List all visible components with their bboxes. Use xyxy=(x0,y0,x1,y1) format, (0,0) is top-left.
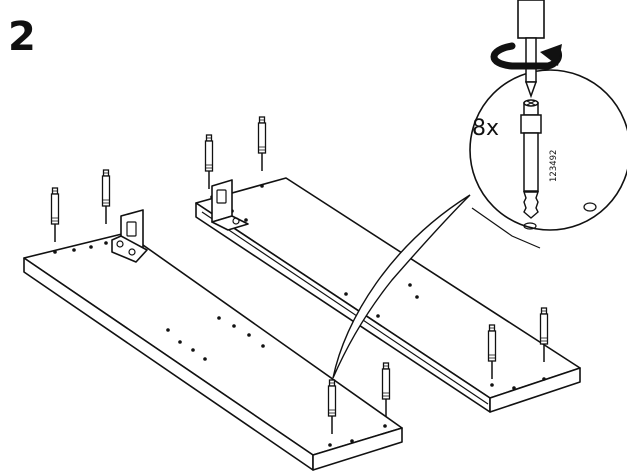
back-shelf-panel xyxy=(195,177,581,413)
dowel xyxy=(204,134,214,190)
bracket-screw-hole xyxy=(232,217,240,225)
callout-circle xyxy=(469,69,627,231)
hole xyxy=(217,316,221,320)
clockwise-arrow-icon xyxy=(490,42,562,70)
hole xyxy=(350,439,354,443)
part-number: 123492 xyxy=(549,150,559,182)
hole xyxy=(261,344,265,348)
dowel xyxy=(50,187,60,243)
bracket-slot xyxy=(126,221,137,237)
hole xyxy=(232,324,236,328)
hole xyxy=(344,292,348,296)
dowel xyxy=(257,116,267,172)
front-panel-end-edge xyxy=(312,427,403,471)
front-panel-holes xyxy=(53,241,387,447)
back-panel-groove-line xyxy=(201,211,489,405)
dowel-thread xyxy=(523,191,539,219)
screwdriver-shaft xyxy=(525,37,537,83)
hole xyxy=(260,184,264,188)
hole xyxy=(376,314,380,318)
dowel-collar xyxy=(520,114,542,134)
rotation-arrowhead xyxy=(540,44,562,66)
hole xyxy=(191,348,195,352)
bracket-foot xyxy=(111,235,148,263)
hole xyxy=(166,328,170,332)
dowel xyxy=(101,169,111,225)
dowel xyxy=(381,362,391,418)
back-panel-bracket xyxy=(211,179,249,231)
hole xyxy=(53,250,57,254)
hole xyxy=(72,248,76,252)
hole xyxy=(178,340,182,344)
bracket-screw-hole xyxy=(128,248,136,256)
bracket-plate xyxy=(211,179,233,223)
front-panel-bracket xyxy=(111,209,148,263)
hole xyxy=(247,333,251,337)
hole xyxy=(408,283,412,287)
front-shelf-panel xyxy=(23,209,403,471)
callout-dowel xyxy=(520,99,542,219)
hole xyxy=(490,383,494,387)
hole xyxy=(203,357,207,361)
quantity-label: 8x xyxy=(472,116,499,141)
screwdriver-tip xyxy=(524,81,538,99)
hole xyxy=(104,241,108,245)
dowel-shaft xyxy=(523,132,539,192)
hole xyxy=(244,218,248,222)
callout-hole xyxy=(583,202,597,212)
hole xyxy=(512,386,516,390)
hole xyxy=(89,245,93,249)
back-panel-end-edge xyxy=(489,367,581,413)
screwdriver-handle xyxy=(517,0,545,39)
hole xyxy=(383,424,387,428)
callout-board-edge xyxy=(471,207,541,249)
detail-callout: 123492 8x xyxy=(332,69,627,379)
bracket-screw-hole xyxy=(116,240,124,248)
callout-dowel-hole xyxy=(523,222,537,230)
callout-pointer xyxy=(332,194,471,379)
hole xyxy=(415,295,419,299)
hole xyxy=(328,443,332,447)
screwdriver-icon xyxy=(517,0,545,99)
hole xyxy=(542,377,546,381)
step-number: 2 xyxy=(8,14,36,60)
bracket-slot xyxy=(216,189,227,204)
